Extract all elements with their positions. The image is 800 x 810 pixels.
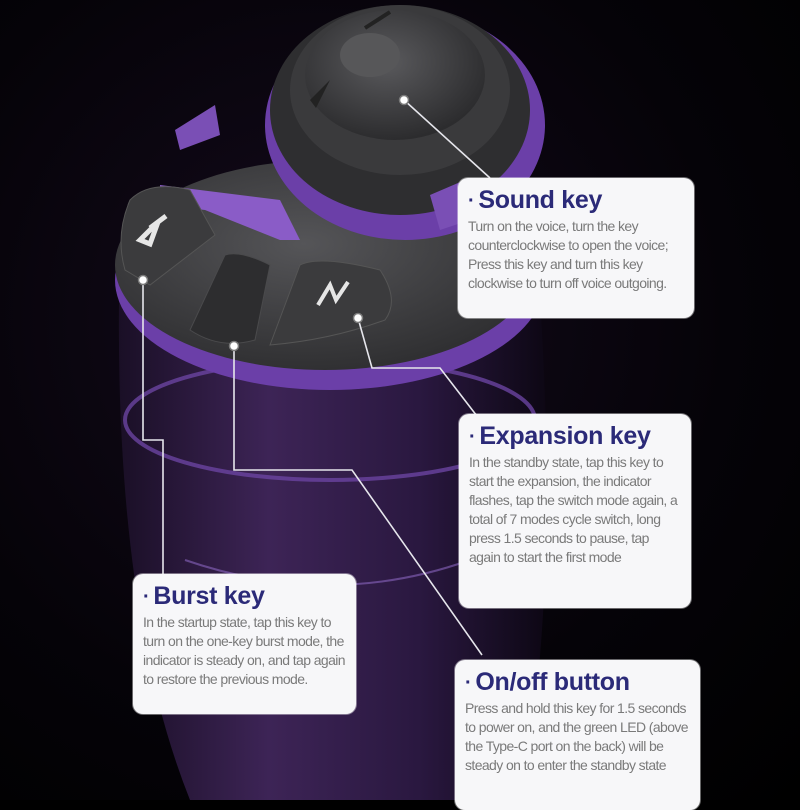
burst-key[interactable] [120,186,216,286]
expansion-key[interactable] [269,260,392,346]
zigzag-arrows-icon [316,280,350,307]
double-chevron-up-icon [135,214,168,248]
callout-sound-key: ·Sound key Turn on the voice, turn the k… [458,178,694,318]
callout-expansion-key: ·Expansion key In the standby state, tap… [459,414,691,608]
callout-title: ·Burst key [143,582,265,610]
callout-on-off-button: ·On/off button Press and hold this key f… [455,660,700,810]
callout-title: ·Sound key [468,186,603,214]
callout-description: In the standby state, tap this key to st… [469,454,678,566]
callout-description: Press and hold this key for 1.5 seconds … [465,700,689,774]
leader-lines [142,99,491,656]
callout-description: Turn on the voice, turn the key counterc… [468,218,669,292]
callout-title: ·Expansion key [469,422,651,450]
on-off-key[interactable] [189,253,271,344]
callout-description: In the startup state, tap this key to tu… [143,614,346,688]
callout-title: ·On/off button [465,668,630,696]
callout-burst-key: ·Burst key In the startup state, tap thi… [133,574,356,714]
clip-left [175,105,220,150]
leader-dots [137,94,410,352]
